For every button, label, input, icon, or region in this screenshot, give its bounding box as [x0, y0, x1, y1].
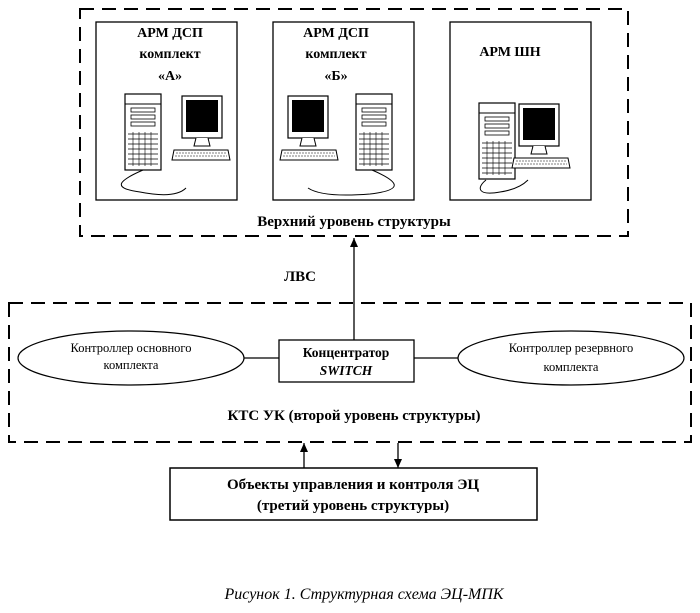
workstation-a-line-1: АРМ ДСП	[137, 26, 203, 41]
workstation-a-line-2: комплект	[139, 47, 200, 62]
second-level-label: КТС УК (второй уровень структуры)	[228, 408, 481, 424]
upper-level-frame	[79, 8, 629, 237]
computer-icon	[279, 93, 395, 196]
lan-label: ЛВС	[284, 269, 316, 285]
computer-icon	[120, 93, 231, 196]
third-level-line-1: Объекты управления и контроля ЭЦ	[227, 477, 479, 493]
controller-main-line-1: Контроллер основного	[71, 341, 192, 355]
hub-switch: Концентратор SWITCH	[278, 339, 415, 383]
workstation-b: АРМ ДСП комплект «Б»	[272, 21, 415, 201]
controller-main-line-2: комплекта	[104, 358, 159, 372]
workstation-a-line-3: «А»	[158, 69, 182, 84]
workstation-b-line-3: «Б»	[324, 69, 347, 84]
computer-icon	[478, 102, 571, 194]
workstation-shn: АРМ ШН	[449, 21, 592, 201]
hub-line-1: Концентратор	[303, 345, 390, 360]
controller-reserve-line-1: Контроллер резервного	[509, 341, 634, 355]
controller-main: Контроллер основного комплекта	[17, 330, 245, 386]
upper-level-label: Верхний уровень структуры	[257, 214, 451, 230]
hub-line-2: SWITCH	[320, 363, 373, 378]
workstation-shn-line-1: АРМ ШН	[479, 45, 540, 60]
second-level-frame	[8, 302, 692, 443]
workstation-b-line-2: комплект	[305, 47, 366, 62]
controller-reserve-line-2: комплекта	[544, 360, 599, 374]
third-level-box: Объекты управления и контроля ЭЦ (третий…	[169, 467, 538, 521]
figure-caption: Рисунок 1. Структурная схема ЭЦ-МПК	[223, 586, 504, 603]
third-level-line-2: (третий уровень структуры)	[257, 498, 449, 514]
controller-reserve: Контроллер резервного комплекта	[457, 330, 685, 386]
workstation-a: АРМ ДСП комплект «А»	[95, 21, 238, 201]
workstation-b-line-1: АРМ ДСП	[303, 26, 369, 41]
